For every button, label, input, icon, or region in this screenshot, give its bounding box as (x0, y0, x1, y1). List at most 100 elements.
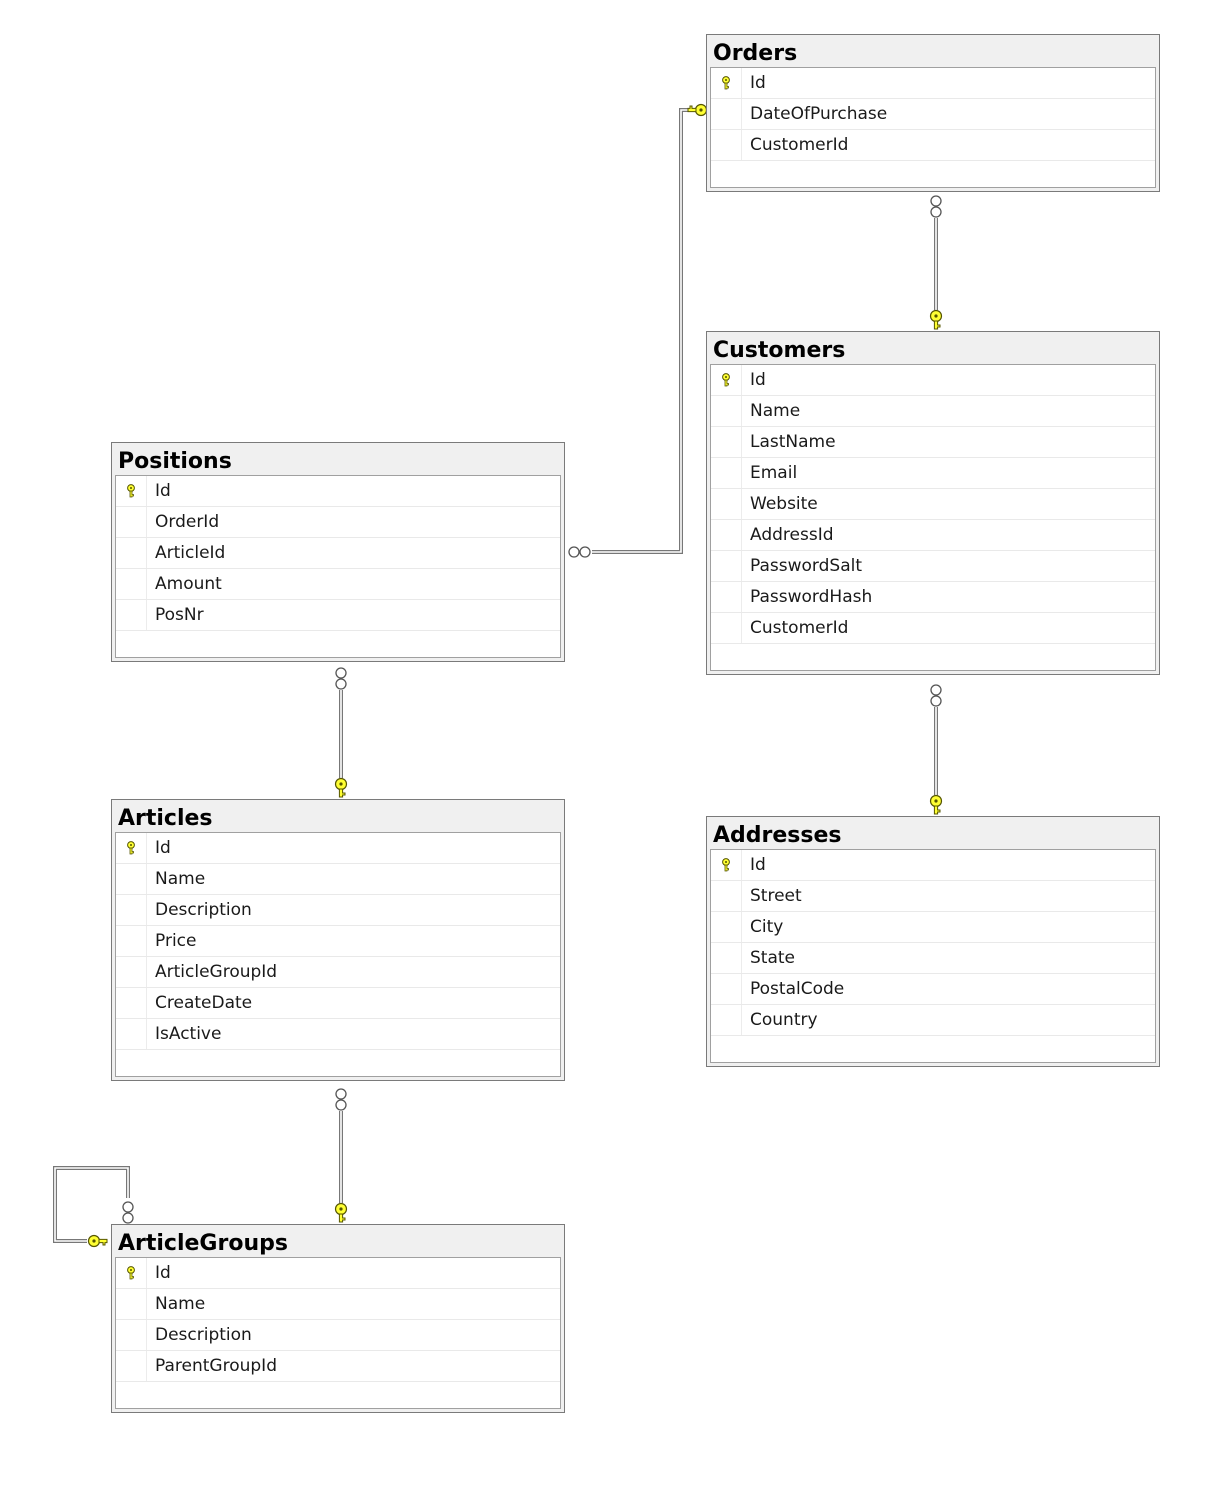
column-name: IsActive (155, 1024, 222, 1044)
column-row[interactable]: Country (711, 1005, 1155, 1036)
column-name: Id (155, 1263, 171, 1283)
column-name: PasswordHash (750, 587, 873, 607)
column-name: Id (750, 855, 766, 875)
table-empty-row (711, 161, 1155, 187)
blank-icon-cell (116, 1019, 147, 1049)
column-name: DateOfPurchase (750, 104, 888, 124)
column-name: City (750, 917, 784, 937)
primary-key-icon (116, 833, 147, 863)
blank-icon-cell (711, 1005, 742, 1035)
primary-key-icon (711, 850, 742, 880)
column-row[interactable]: ParentGroupId (116, 1351, 560, 1382)
blank-icon-cell (116, 988, 147, 1018)
blank-icon-cell (116, 507, 147, 537)
column-row[interactable]: Website (711, 489, 1155, 520)
column-row[interactable]: State (711, 943, 1155, 974)
column-row[interactable]: Id (711, 68, 1155, 99)
column-row[interactable]: Amount (116, 569, 560, 600)
column-name: ArticleId (155, 543, 226, 563)
column-row[interactable]: OrderId (116, 507, 560, 538)
table-title: Positions (118, 449, 232, 474)
table-title: Articles (118, 806, 213, 831)
blank-icon-cell (116, 1289, 147, 1319)
table-articlegroups[interactable]: ArticleGroups Id Name Description Parent… (111, 1224, 565, 1413)
column-row[interactable]: DateOfPurchase (711, 99, 1155, 130)
blank-icon-cell (711, 582, 742, 612)
blank-icon-cell (116, 538, 147, 568)
blank-icon-cell (116, 957, 147, 987)
rel-orders-positions (568, 103, 708, 558)
table-title: Customers (713, 338, 846, 363)
column-row[interactable]: City (711, 912, 1155, 943)
column-row[interactable]: Name (116, 1289, 560, 1320)
column-name: Id (155, 481, 171, 501)
table-empty-row (711, 1036, 1155, 1062)
column-row[interactable]: Id (711, 850, 1155, 881)
column-row[interactable]: PosNr (116, 600, 560, 631)
column-row[interactable]: Email (711, 458, 1155, 489)
column-row[interactable]: AddressId (711, 520, 1155, 551)
column-name: Email (750, 463, 798, 483)
blank-icon-cell (711, 943, 742, 973)
column-name: ArticleGroupId (155, 962, 278, 982)
column-row[interactable]: PasswordHash (711, 582, 1155, 613)
column-name: Id (155, 838, 171, 858)
primary-key-icon (711, 68, 742, 98)
column-row[interactable]: Price (116, 926, 560, 957)
blank-icon-cell (711, 99, 742, 129)
blank-icon-cell (711, 613, 742, 643)
table-addresses[interactable]: Addresses Id Street City State PostalCod… (706, 816, 1160, 1067)
column-row[interactable]: Id (116, 833, 560, 864)
column-name: Description (155, 1325, 252, 1345)
column-row[interactable]: Description (116, 895, 560, 926)
column-name: PosNr (155, 605, 204, 625)
primary-key-icon (116, 1258, 147, 1288)
blank-icon-cell (711, 130, 742, 160)
column-name: OrderId (155, 512, 220, 532)
blank-icon-cell (711, 881, 742, 911)
blank-icon-cell (711, 551, 742, 581)
blank-icon-cell (711, 974, 742, 1004)
column-row[interactable]: Id (116, 476, 560, 507)
primary-key-icon (116, 476, 147, 506)
column-row[interactable]: CustomerId (711, 130, 1155, 161)
table-empty-row (116, 631, 560, 657)
column-row[interactable]: Id (711, 365, 1155, 396)
table-title: ArticleGroups (118, 1231, 288, 1256)
blank-icon-cell (116, 864, 147, 894)
blank-icon-cell (116, 569, 147, 599)
column-row[interactable]: ArticleId (116, 538, 560, 569)
column-row[interactable]: PostalCode (711, 974, 1155, 1005)
column-row[interactable]: Id (116, 1258, 560, 1289)
column-row[interactable]: Street (711, 881, 1155, 912)
column-name: Id (750, 370, 766, 390)
blank-icon-cell (116, 600, 147, 630)
table-positions[interactable]: Positions Id OrderId ArticleId Amount Po… (111, 442, 565, 662)
blank-icon-cell (711, 396, 742, 426)
table-title: Addresses (713, 823, 842, 848)
table-customers[interactable]: Customers Id Name LastName Email Website… (706, 331, 1160, 675)
column-name: Name (155, 869, 206, 889)
blank-icon-cell (711, 427, 742, 457)
table-columns: Id Name LastName Email Website AddressId… (710, 364, 1156, 671)
column-name: Street (750, 886, 802, 906)
primary-key-icon (711, 365, 742, 395)
column-row[interactable]: Name (711, 396, 1155, 427)
table-articles[interactable]: Articles Id Name Description Price Artic… (111, 799, 565, 1081)
column-row[interactable]: PasswordSalt (711, 551, 1155, 582)
table-orders[interactable]: Orders Id DateOfPurchase CustomerId (706, 34, 1160, 192)
rel-articles-positions (334, 667, 348, 798)
column-row[interactable]: Name (116, 864, 560, 895)
column-name: AddressId (750, 525, 834, 545)
blank-icon-cell (116, 1320, 147, 1350)
column-row[interactable]: CreateDate (116, 988, 560, 1019)
blank-icon-cell (116, 1351, 147, 1381)
column-row[interactable]: IsActive (116, 1019, 560, 1050)
column-name: Name (750, 401, 801, 421)
column-row[interactable]: CustomerId (711, 613, 1155, 644)
column-row[interactable]: LastName (711, 427, 1155, 458)
table-title: Orders (713, 41, 798, 66)
column-row[interactable]: ArticleGroupId (116, 957, 560, 988)
column-row[interactable]: Description (116, 1320, 560, 1351)
column-name: ParentGroupId (155, 1356, 277, 1376)
